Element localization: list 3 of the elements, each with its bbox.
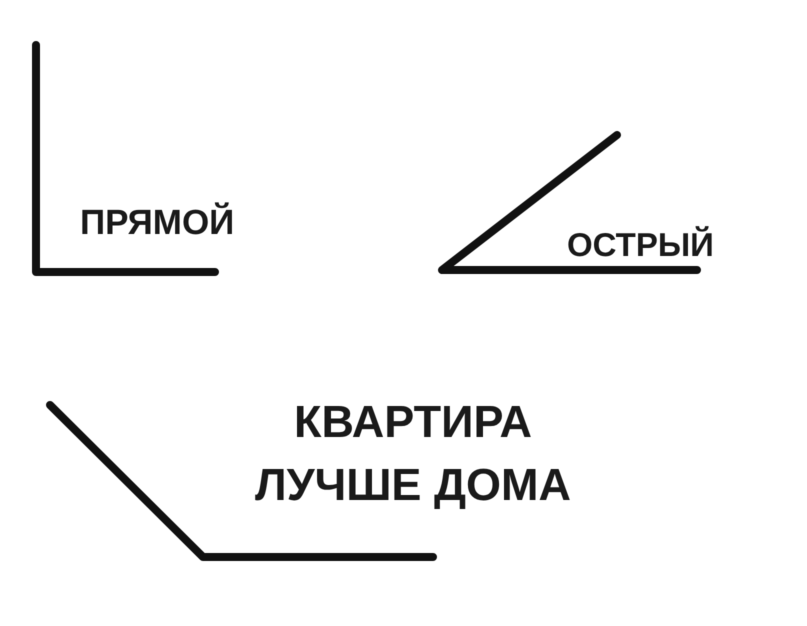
caption-text: КВАРТИРА ЛУЧШЕ ДОМА: [254, 395, 572, 512]
angle-label: ОСТРЫЙ: [567, 225, 714, 265]
angle-label: ПРЯМОЙ: [80, 201, 234, 244]
